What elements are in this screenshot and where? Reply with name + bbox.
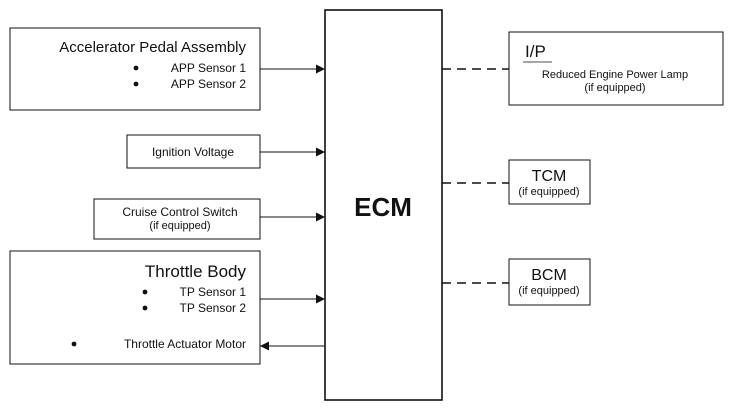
app-title: Accelerator Pedal Assembly	[59, 39, 246, 56]
ip-title: I/P	[525, 42, 546, 61]
throttle-actuator-bullet	[71, 341, 77, 347]
cruise-control-sub: (if equipped)	[149, 220, 210, 232]
tcm-sub: (if equipped)	[518, 186, 579, 198]
ecm-label: ECM	[354, 192, 412, 222]
cruise-control-switch-box: Cruise Control Switch (if equipped)	[93, 198, 261, 240]
tp-sensor1-bullet	[142, 289, 148, 295]
accelerator-pedal-assembly-box: Accelerator Pedal Assembly APP Sensor 1 …	[9, 27, 261, 111]
cruise-control-label: Cruise Control Switch	[122, 205, 237, 219]
ignition-voltage-box: Ignition Voltage	[126, 134, 261, 169]
tp-sensor2-label: TP Sensor 2	[180, 301, 247, 315]
ecm-box: ECM	[324, 9, 443, 401]
bcm-title: BCM	[531, 267, 567, 284]
throttle-body-title: Throttle Body	[145, 262, 247, 281]
throttle-actuator-label: Throttle Actuator Motor	[124, 337, 246, 351]
tcm-box: TCM (if equipped)	[508, 159, 591, 205]
ip-lamp-label: Reduced Engine Power Lamp	[542, 69, 688, 81]
bcm-sub: (if equipped)	[518, 285, 579, 297]
app-sensor2-bullet	[133, 81, 139, 87]
ip-lamp-sub: (if equipped)	[584, 82, 645, 94]
tcm-title: TCM	[532, 168, 567, 185]
ignition-voltage-label: Ignition Voltage	[152, 145, 234, 159]
tp-sensor2-bullet	[142, 305, 148, 311]
bcm-box: BCM (if equipped)	[508, 258, 591, 306]
app-sensor1-label: APP Sensor 1	[171, 61, 246, 75]
tp-sensor1-label: TP Sensor 1	[180, 285, 247, 299]
app-sensor2-label: APP Sensor 2	[171, 77, 246, 91]
throttle-body-box: Throttle Body TP Sensor 1 TP Sensor 2 Th…	[9, 250, 261, 365]
app-sensor1-bullet	[133, 65, 139, 71]
ip-box: I/P Reduced Engine Power Lamp (if equipp…	[508, 31, 724, 106]
